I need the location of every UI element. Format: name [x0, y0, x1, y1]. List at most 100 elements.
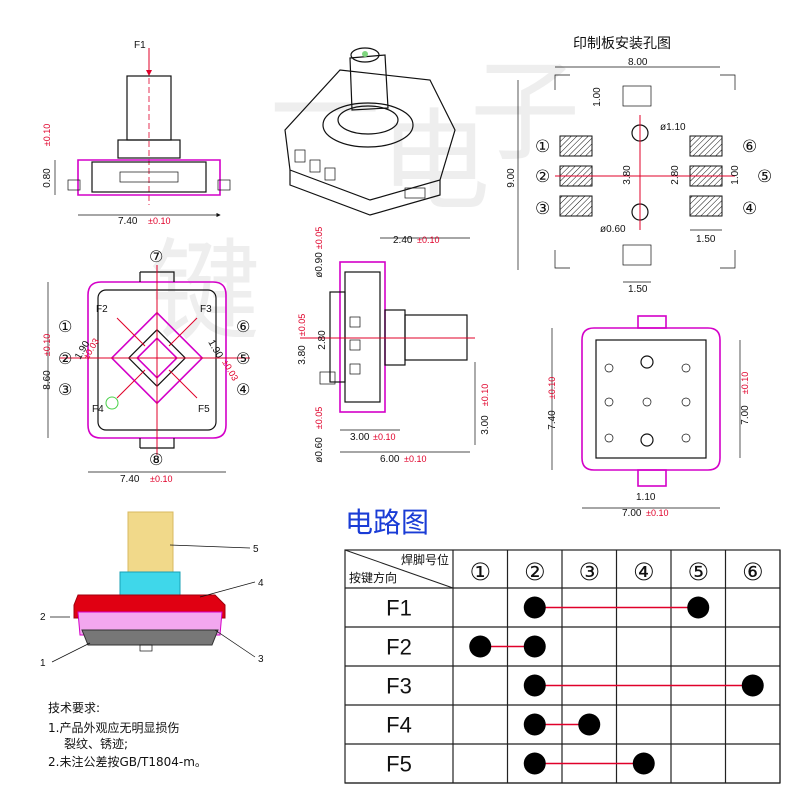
circuit-title: 电路图 — [345, 506, 429, 539]
tech-notes: 技术要求: 1.产品外观应无明显损伤 裂纹、锈迹; 2.未注公差按GB/T180… — [48, 701, 207, 769]
pcb-dim-150b: 1.50 — [628, 284, 648, 295]
side-dim-300v: 3.00 — [480, 415, 491, 435]
watermark-char: 键 — [150, 228, 260, 356]
top-view: F1 0.80 ±0.10 7.40 ±0.10 — [42, 40, 231, 227]
front-dim-860: 8.60 — [42, 370, 53, 390]
front-pin-5: ⑤ — [236, 349, 250, 368]
connection-dot — [523, 596, 546, 619]
bottom-dim-740: 7.40 — [547, 410, 558, 430]
notes-line2: 2.未注公差按GB/T1804-m。 — [48, 754, 207, 769]
front-pin-8: ⑧ — [149, 450, 163, 469]
connection-dot — [741, 674, 764, 697]
side-dim-060-tol: ±0.05 — [314, 407, 324, 429]
bottom-dim-700v: 7.00 — [740, 405, 751, 425]
pcb-layout: 印制板安装孔图 8.00 9.00 1.00 ø1.10 3.80 2.80 1… — [506, 36, 772, 295]
dir-arrow — [116, 369, 146, 399]
pad-4 — [689, 195, 723, 217]
side-dim-240: 2.40 — [393, 235, 413, 246]
dir-arrow — [116, 317, 146, 347]
front-dir-f5: F5 — [198, 404, 210, 415]
notes-line1b: 裂纹、锈迹; — [64, 737, 128, 751]
pcb-pin-3: ③ — [535, 199, 550, 219]
pad-3 — [559, 195, 593, 217]
dim-width: 7.40 — [118, 216, 138, 227]
front-dir-f2: F2 — [96, 304, 108, 315]
pcb-pin-5: ⑤ — [757, 167, 772, 187]
pad-6 — [689, 135, 723, 157]
column-header: ④ — [633, 558, 655, 586]
f1-label: F1 — [134, 40, 146, 51]
side-dim-090-tol: ±0.05 — [314, 227, 324, 249]
pcb-dim-380: 3.80 — [622, 165, 633, 185]
connection-dot — [523, 713, 546, 736]
side-dim-380-tol: ±0.05 — [297, 314, 307, 336]
side-dim-300: 3.00 — [350, 432, 370, 443]
row-label: F2 — [386, 635, 412, 660]
side-dim-060: ø0.60 — [314, 437, 325, 463]
cross-shaft — [127, 511, 174, 573]
pad-1 — [559, 135, 593, 157]
callout-1: 1 — [40, 658, 46, 669]
dim-width-tol: ±0.10 — [148, 216, 170, 226]
side-dim-240-tol: ±0.10 — [417, 235, 439, 245]
bottom-dim-740-tol: ±0.10 — [547, 377, 557, 399]
dir-arrow — [168, 317, 198, 347]
front-pin-7: ⑦ — [149, 247, 163, 266]
column-header: ⑥ — [742, 558, 764, 586]
row-label: F3 — [386, 674, 412, 699]
column-header: ③ — [578, 558, 600, 586]
notes-title: 技术要求: — [48, 701, 100, 715]
connection-dot — [469, 635, 492, 658]
iso-shaft — [349, 54, 389, 111]
front-pin-2: ② — [58, 349, 72, 368]
body-outline — [77, 159, 221, 196]
connection-dot — [687, 596, 710, 619]
pcb-dim-280: 2.80 — [670, 165, 681, 185]
pcb-dim-100: 1.00 — [730, 165, 741, 185]
row-label: F1 — [386, 596, 412, 621]
row-label: F5 — [386, 752, 412, 777]
side-dim-090: ø0.90 — [314, 252, 325, 278]
callout-3: 3 — [258, 654, 264, 665]
front-dir-f4: F4 — [92, 404, 104, 415]
bottom-dim-110: 1.10 — [636, 492, 656, 503]
connection-dot — [578, 713, 601, 736]
watermark: 一 键 电 子 — [150, 48, 580, 356]
pcb-pin-1: ① — [535, 137, 550, 157]
connection-dot — [523, 674, 546, 697]
column-header: ① — [469, 558, 491, 586]
header-bottom: 按键方向 — [349, 570, 397, 585]
side-dim-380: 3.80 — [297, 345, 308, 365]
front-dim-860-tol: ±0.10 — [42, 334, 52, 356]
front-pin-3: ③ — [58, 380, 72, 399]
pcb-dim-150a: 1.50 — [696, 234, 716, 245]
pcb-pin-6: ⑥ — [742, 137, 757, 157]
front-dim-740: 7.40 — [120, 474, 140, 485]
front-body-outline — [87, 281, 227, 439]
pcb-dim-height: 9.00 — [506, 168, 517, 188]
column-header: ② — [524, 558, 546, 586]
bottom-view: 7.40 ±0.10 7.00 ±0.10 1.10 7.00 ±0.10 — [547, 315, 751, 519]
bottom-dim-700v-tol: ±0.10 — [740, 372, 750, 394]
cross-section: 5 4 2 1 3 — [40, 511, 264, 669]
side-body-pink — [339, 261, 386, 413]
row-label: F4 — [386, 713, 412, 738]
side-dim-600: 6.00 — [380, 454, 400, 465]
side-dim-300-tol: ±0.10 — [373, 432, 395, 442]
bottom-dim-700: 7.00 — [622, 508, 642, 519]
front-pin-4: ④ — [236, 380, 250, 399]
front-dir-f3: F3 — [200, 304, 212, 315]
pcb-dim-small-hole: ø0.60 — [600, 224, 626, 235]
pcb-dim-hole: ø1.10 — [660, 122, 686, 133]
notes-line1: 1.产品外观应无明显损伤 — [48, 720, 179, 735]
front-pin-1: ① — [58, 317, 72, 336]
column-header: ⑤ — [687, 558, 709, 586]
dim-height: 0.80 — [42, 168, 53, 188]
iso-view — [284, 47, 456, 216]
pcb-dim-pad-h: 1.00 — [592, 87, 603, 107]
pcb-dim-width: 8.00 — [628, 57, 648, 68]
front-view: F2 F3 F4 F5 1.90 ±0.03 1.90 ±0.03 ⑦ ① ② … — [42, 247, 250, 485]
side-dim-600-tol: ±0.10 — [404, 454, 426, 464]
